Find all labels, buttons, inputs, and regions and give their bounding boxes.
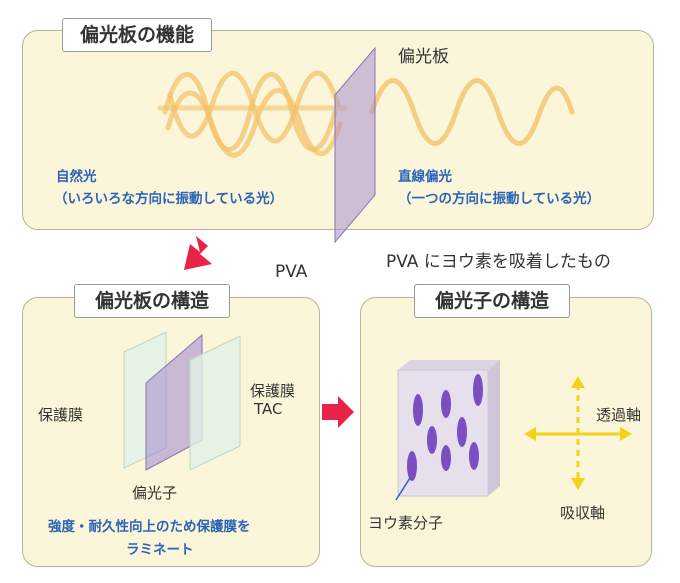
linear-polarized-wave: [369, 78, 575, 146]
axis-cross: [532, 384, 624, 482]
element-panel-title: 偏光子の構造: [414, 284, 570, 318]
iodine-pointer: [395, 477, 411, 501]
protect-film-front: [189, 335, 241, 471]
function-panel-title: 偏光板の機能: [62, 18, 212, 52]
polarizer-element-label: 偏光子: [132, 484, 178, 502]
natural-light-note: （いろいろな方向に振動している光）: [54, 191, 284, 207]
pva-caption: PVA にヨウ素を吸着したもの: [386, 252, 611, 272]
natural-light-waves: [157, 70, 348, 158]
polarizer-label: 偏光板: [398, 47, 449, 67]
block-top: [398, 360, 500, 370]
pva-label: PVA: [275, 262, 308, 282]
protect-film-left-label: 保護膜: [38, 406, 84, 424]
laminate-note-line2: ラミネート: [126, 542, 194, 558]
structure-panel-title: 偏光板の構造: [74, 284, 230, 318]
protect-film-right-label: 保護膜: [250, 382, 296, 400]
iodine-molecules: [407, 374, 483, 481]
laminate-note-line1: 強度・耐久性向上のため保護膜を: [48, 519, 251, 535]
linear-light-note: （一つの方向に振動している光）: [398, 191, 601, 207]
natural-light-label: 自然光: [56, 169, 97, 185]
iodine-molecule-label: ヨウ素分子: [368, 514, 444, 532]
linear-light-label: 直線偏光: [398, 169, 452, 185]
polarizer-plate: [334, 46, 376, 244]
transmission-axis-label: 透過軸: [596, 406, 642, 424]
absorption-axis-label: 吸収軸: [560, 504, 606, 522]
block-side: [488, 360, 500, 496]
tac-label: TAC: [254, 400, 283, 418]
